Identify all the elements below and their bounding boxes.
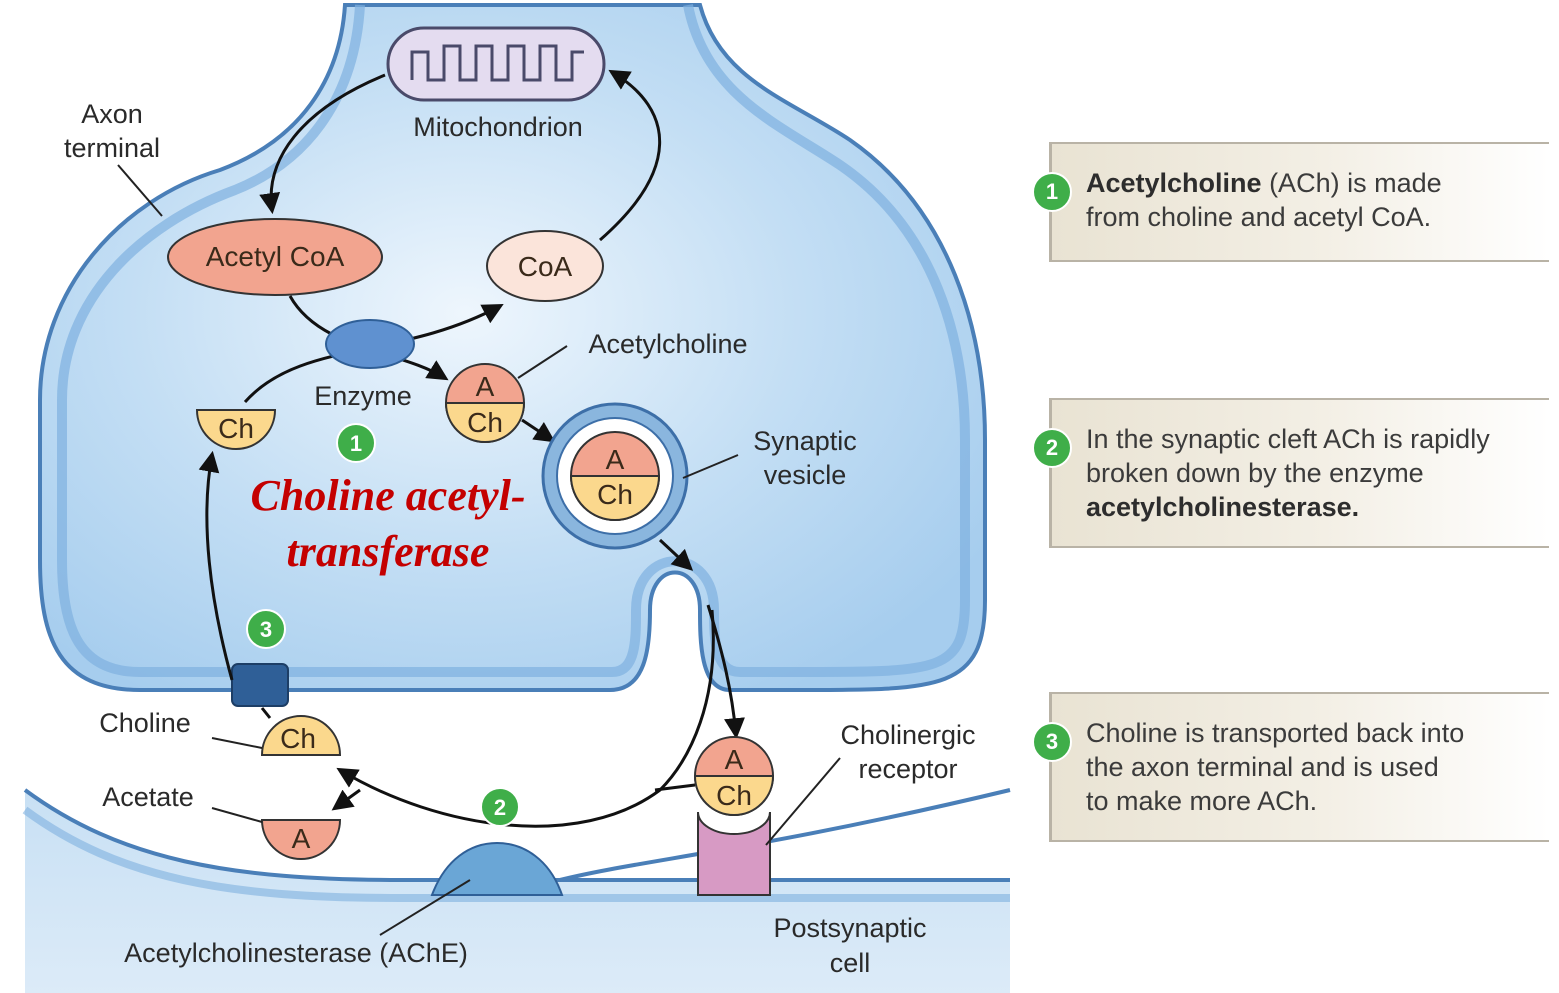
ch-outside-label: Ch xyxy=(280,723,316,754)
step-2-badge: 2 xyxy=(1032,428,1072,468)
vesicle-pointer xyxy=(682,454,739,479)
arrow-reuptake xyxy=(198,450,234,681)
cholinergic-receptor-shape xyxy=(697,811,771,896)
choline-molecule-inside xyxy=(195,409,277,450)
diagram-step-2-badge: 2 xyxy=(480,787,520,827)
step-3-text: Choline is transported back into the axo… xyxy=(1086,716,1541,818)
axon-terminal-pointer xyxy=(117,164,163,217)
receptor-pointer xyxy=(765,757,841,846)
ache-pointer xyxy=(379,879,471,936)
acetylcholine-pointer xyxy=(517,345,568,379)
diagram-step-3-badge: 3 xyxy=(246,609,286,649)
arrow-coa-to-mito xyxy=(599,69,662,242)
vesicle-ch-label: Ch xyxy=(597,479,633,510)
arrow-breakdown-to-acetate xyxy=(331,788,361,811)
svg-text:2: 2 xyxy=(494,795,506,820)
coa-label: CoA xyxy=(518,251,573,282)
acetate-label: Acetate xyxy=(102,782,194,812)
ache-label: Acetylcholinesterase (AChE) xyxy=(124,938,468,968)
acetate-a-label: A xyxy=(292,823,311,854)
acetyl-coa-label: Acetyl CoA xyxy=(206,241,345,272)
ache-shape xyxy=(430,841,564,896)
step-3-line3: to make more ACh. xyxy=(1086,786,1318,816)
arrow-mito-to-acetylcoa xyxy=(259,73,386,215)
receptor-ch-label: Ch xyxy=(716,780,752,811)
vesicle-a-label: A xyxy=(606,444,625,475)
diagram-step-1-badge: 1 xyxy=(336,423,376,463)
step-1-bold: Acetylcholine xyxy=(1086,168,1262,198)
acetate-pointer xyxy=(211,807,263,823)
ach-molecule xyxy=(444,363,526,443)
ach-a-label: A xyxy=(476,371,495,402)
mitochondrion-icon xyxy=(386,26,606,102)
step-2-bold: acetylcholinesterase. xyxy=(1086,492,1360,522)
axon-terminal xyxy=(38,2,987,692)
coa-shape xyxy=(486,230,604,302)
enzyme-label: Enzyme xyxy=(314,381,412,411)
ach-ch-label: Ch xyxy=(467,407,503,438)
receptor-release-line xyxy=(654,783,696,792)
arrow-breakdown-to-choline xyxy=(336,609,715,828)
synaptic-vesicle-label-1: Synaptic xyxy=(753,426,857,456)
arrow-vesicle-to-membrane xyxy=(658,538,694,571)
postsynaptic-label-2: cell xyxy=(830,948,871,978)
acetyl-coa-shape xyxy=(167,218,383,296)
step-2-line2: broken down by the enzyme xyxy=(1086,458,1424,488)
cholinergic-receptor-label-2: receptor xyxy=(858,754,957,784)
svg-text:3: 3 xyxy=(260,617,272,642)
step-2-line1: In the synaptic cleft ACh is rapidly xyxy=(1086,424,1490,454)
step-3-panel: 3 Choline is transported back into the a… xyxy=(1032,692,1549,842)
choline-molecule-outside xyxy=(260,715,342,756)
step-3-line2: the axon terminal and is used xyxy=(1086,752,1439,782)
choline-pointer xyxy=(211,737,263,749)
step-1-line2: from choline and acetyl CoA. xyxy=(1086,202,1432,232)
enzyme-shape xyxy=(325,319,415,369)
axon-terminal-label-1: Axon xyxy=(81,99,143,129)
ch-inside-label: Ch xyxy=(218,413,254,444)
transporter-link xyxy=(260,707,272,719)
postsynaptic-label-1: Postsynaptic xyxy=(773,913,926,943)
step-2-panel: 2 In the synaptic cleft ACh is rapidly b… xyxy=(1032,398,1549,548)
step-2-text: In the synaptic cleft ACh is rapidly bro… xyxy=(1086,422,1541,524)
synaptic-vesicle-label-2: vesicle xyxy=(764,460,847,490)
choline-transporter xyxy=(231,663,289,707)
overlay-title-line1: Choline acetyl- xyxy=(251,471,526,520)
acetate-molecule xyxy=(260,819,342,860)
step-1-text: Acetylcholine (ACh) is made from choline… xyxy=(1086,166,1541,234)
overlay-title-line2: transferase xyxy=(287,527,490,576)
choline-label: Choline xyxy=(99,708,191,738)
acetylcholine-label: Acetylcholine xyxy=(588,329,747,359)
axon-terminal-label-2: terminal xyxy=(64,133,160,163)
step-3-badge: 3 xyxy=(1032,722,1072,762)
ach-on-receptor xyxy=(693,736,775,816)
receptor-a-label: A xyxy=(725,744,744,775)
synaptic-vesicle xyxy=(541,402,689,550)
step-3-line1: Choline is transported back into xyxy=(1086,718,1465,748)
step-1-panel: 1 Acetylcholine (ACh) is made from choli… xyxy=(1032,142,1549,262)
arrow-ach-to-vesicle xyxy=(521,418,556,443)
cholinergic-receptor-label-1: Cholinergic xyxy=(840,720,975,750)
step-1-badge: 1 xyxy=(1032,172,1072,212)
svg-text:1: 1 xyxy=(350,431,362,456)
step-1-after-bold: (ACh) is made xyxy=(1261,168,1442,198)
mitochondrion-label: Mitochondrion xyxy=(413,112,583,142)
